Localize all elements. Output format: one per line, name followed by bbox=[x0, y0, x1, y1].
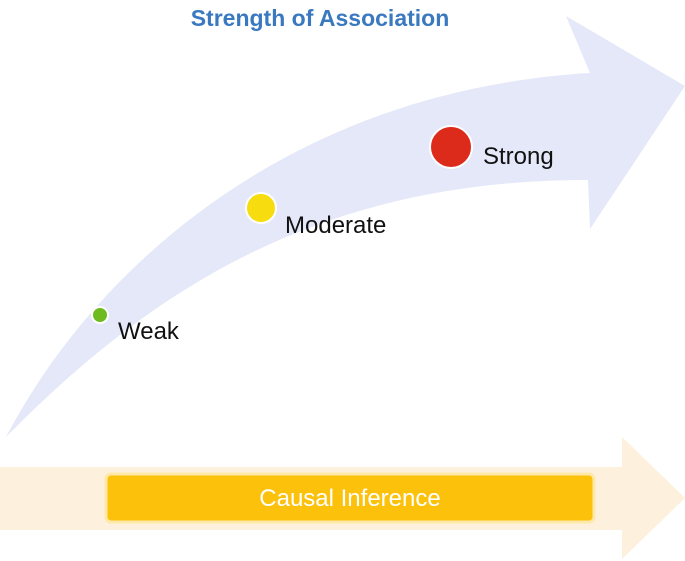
strong-label: Strong bbox=[483, 143, 554, 170]
weak-label: Weak bbox=[118, 318, 180, 345]
strength-curved-arrow bbox=[6, 16, 685, 437]
moderate-label: Moderate bbox=[285, 212, 386, 239]
causal-inference-label: Causal Inference bbox=[259, 485, 440, 512]
moderate-dot bbox=[245, 192, 277, 224]
weak-dot bbox=[91, 306, 109, 324]
causal-inference-box bbox=[104, 472, 596, 524]
strong-dot bbox=[429, 125, 473, 169]
diagram-title: Strength of Association bbox=[191, 5, 450, 31]
